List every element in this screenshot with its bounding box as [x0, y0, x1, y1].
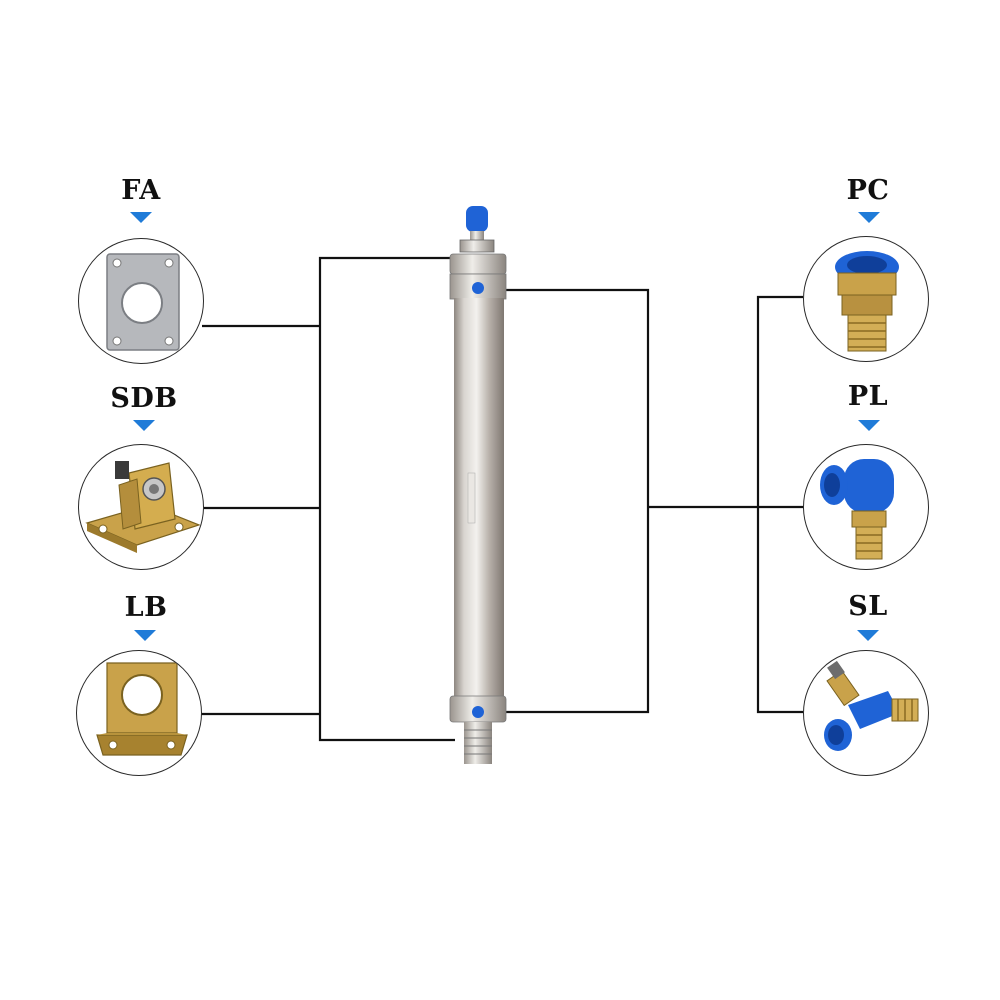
mount-label-lb: LB — [124, 592, 168, 623]
elbow-push-fitting-icon — [820, 459, 894, 560]
arrow-down-icon — [134, 630, 156, 641]
arrow-down-icon — [858, 420, 880, 431]
fitting-label-sl: SL — [848, 591, 888, 622]
arrow-down-icon — [858, 212, 880, 223]
connector-left-bracket — [318, 256, 455, 742]
fitting-image-pc — [803, 236, 929, 362]
fitting-image-sl — [803, 650, 929, 776]
straight-push-fitting-icon — [835, 251, 899, 352]
flow-control-valve-icon — [824, 660, 919, 751]
arrow-down-icon — [133, 420, 155, 431]
mount-image-fa — [78, 238, 204, 364]
arrow-down-icon — [857, 630, 879, 641]
mount-label-fa: FA — [121, 175, 161, 206]
pneumatic-cylinder-icon — [449, 206, 507, 764]
connector-right-bracket — [488, 288, 650, 714]
mount-image-sdb — [78, 444, 204, 570]
arrow-down-icon — [130, 212, 152, 223]
fitting-label-pc: PC — [846, 175, 890, 206]
fitting-image-pl — [803, 444, 929, 570]
flange-plate-icon — [106, 253, 180, 351]
clevis-bracket-icon — [85, 461, 201, 553]
fitting-label-pl: PL — [847, 381, 889, 412]
mount-image-lb — [76, 650, 202, 776]
mount-label-sdb: SDB — [110, 383, 178, 414]
connector-fitting-bracket — [756, 295, 803, 714]
foot-bracket-icon — [96, 662, 188, 756]
